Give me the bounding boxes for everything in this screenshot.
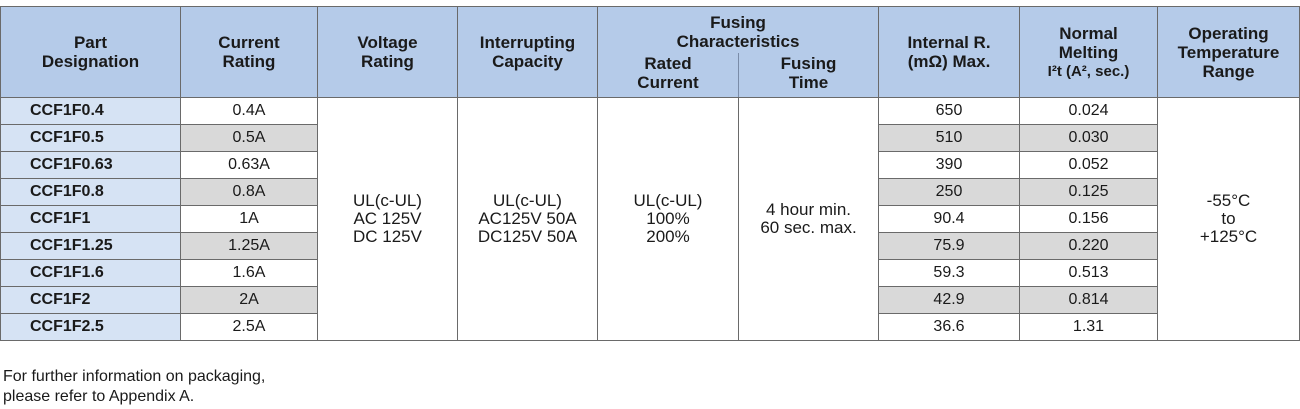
internal-resistance-cell: 75.9 xyxy=(878,232,1020,260)
internal-resistance-cell: 90.4 xyxy=(878,205,1020,233)
part-designation-cell: CCF1F0.8 xyxy=(0,178,181,206)
current-rating-cell: 0.5A xyxy=(180,124,318,152)
melting-i2t-cell: 0.220 xyxy=(1019,232,1158,260)
internal-resistance-cell: 250 xyxy=(878,178,1020,206)
interrupting-capacity-cell-line: DC125V 50A xyxy=(477,227,578,246)
fusing-time-cell: 4 hour min.60 sec. max. xyxy=(738,97,879,341)
part-designation-cell: CCF1F1.25 xyxy=(0,232,181,260)
operating-temperature-cell-line: +125°C xyxy=(1199,227,1258,246)
melting-i2t-cell: 0.814 xyxy=(1019,286,1158,314)
part-designation-cell: CCF1F0.4 xyxy=(0,97,181,125)
note-line-2: please refer to Appendix A. xyxy=(3,388,195,405)
operating-temperature-cell-line: to xyxy=(1221,209,1236,228)
fusing-time-cell-line: 60 sec. max. xyxy=(760,218,857,237)
internal-resistance-cell: 650 xyxy=(878,97,1020,125)
current-rating-cell: 1A xyxy=(180,205,318,233)
melting-i2t-cell: 0.052 xyxy=(1019,151,1158,179)
melting-i2t-cell: 0.030 xyxy=(1019,124,1158,152)
internal-resistance-cell: 59.3 xyxy=(878,259,1020,287)
internal-resistance-cell: 42.9 xyxy=(878,286,1020,314)
current-rating-cell: 2A xyxy=(180,286,318,314)
operating-temperature-cell-line: -55°C xyxy=(1206,191,1251,210)
current-rating-cell: 1.6A xyxy=(180,259,318,287)
interrupting-capacity-cell-line: UL(c-UL) xyxy=(493,191,562,210)
voltage-rating-cell-line: AC 125V xyxy=(353,209,422,228)
fusing-time-cell-line: 4 hour min. xyxy=(765,200,852,219)
melting-i2t-cell: 0.156 xyxy=(1019,205,1158,233)
part-designation-cell: CCF1F1 xyxy=(0,205,181,233)
header-internal-resistance: Internal R.(mΩ) Max. xyxy=(878,6,1020,98)
melting-i2t-cell: 0.024 xyxy=(1019,97,1158,125)
part-designation-cell: CCF1F1.6 xyxy=(0,259,181,287)
rated-current-cell: UL(c-UL)100%200% xyxy=(597,97,739,341)
current-rating-cell: 0.8A xyxy=(180,178,318,206)
rated-current-cell-line: UL(c-UL) xyxy=(633,191,703,210)
melting-i2t-cell: 1.31 xyxy=(1019,313,1158,341)
rated-current-cell-line: 200% xyxy=(646,227,690,246)
internal-resistance-cell: 510 xyxy=(878,124,1020,152)
part-designation-cell: CCF1F0.63 xyxy=(0,151,181,179)
note-line-1: For further information on packaging, xyxy=(3,368,266,385)
interrupting-capacity-cell-line: AC125V 50A xyxy=(478,209,577,228)
part-designation-cell: CCF1F2 xyxy=(0,286,181,314)
voltage-rating-cell-line: DC 125V xyxy=(353,227,422,246)
current-rating-cell: 2.5A xyxy=(180,313,318,341)
melting-i2t-cell: 0.125 xyxy=(1019,178,1158,206)
current-rating-cell: 0.4A xyxy=(180,97,318,125)
current-rating-cell: 0.63A xyxy=(180,151,318,179)
current-rating-cell: 1.25A xyxy=(180,232,318,260)
voltage-rating-cell-line: UL(c-UL) xyxy=(353,191,422,210)
part-designation-cell: CCF1F2.5 xyxy=(0,313,181,341)
internal-resistance-cell: 390 xyxy=(878,151,1020,179)
internal-resistance-cell: 36.6 xyxy=(878,313,1020,341)
packaging-note: For further information on packaging, pl… xyxy=(3,367,265,407)
part-designation-cell: CCF1F0.5 xyxy=(0,124,181,152)
rated-current-cell-line: 100% xyxy=(646,209,690,228)
melting-i2t-cell: 0.513 xyxy=(1019,259,1158,287)
